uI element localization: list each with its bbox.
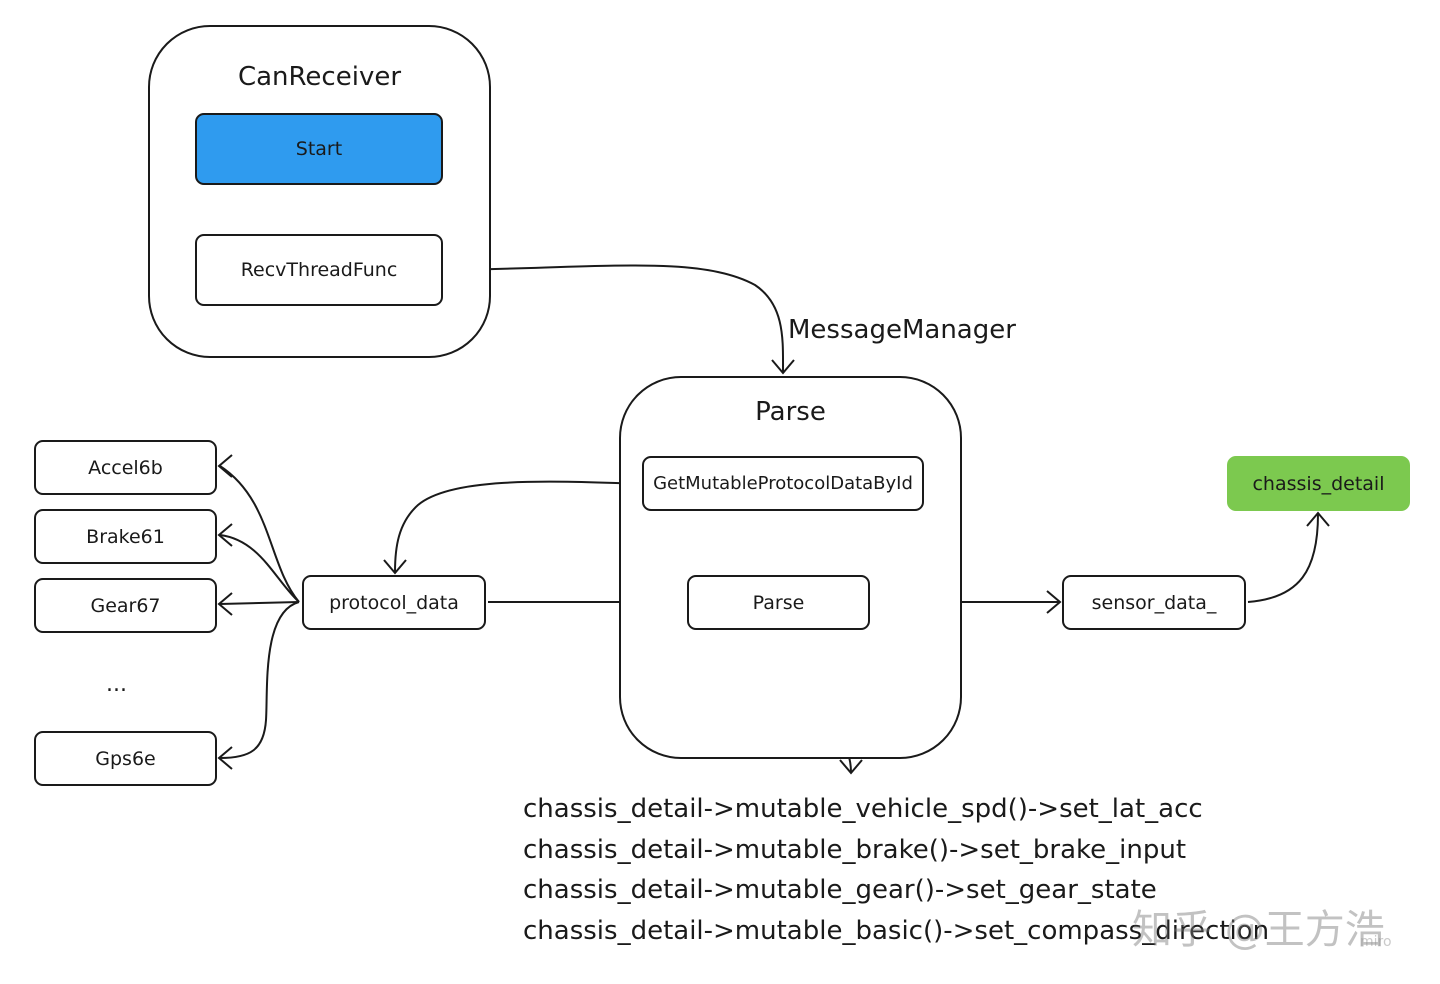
- message-manager-label: MessageManager: [788, 315, 1016, 345]
- gear67-node[interactable]: Gear67: [34, 578, 217, 633]
- edge-protocol-to-gps6e: [219, 601, 300, 759]
- code-line-1: chassis_detail->mutable_vehicle_spd()->s…: [523, 794, 1203, 824]
- edge-protocol-to-accel6b: [219, 465, 300, 603]
- chassis-detail-node[interactable]: chassis_detail: [1227, 456, 1410, 511]
- start-node[interactable]: Start: [195, 113, 443, 185]
- sensor-data-node[interactable]: sensor_data_: [1062, 575, 1246, 630]
- edge-protocol-to-brake61-arrowhead: [217, 523, 233, 547]
- edge-protocol-to-gps6e-arrowhead: [217, 746, 233, 770]
- edge-getmutable-to-protocol: [394, 480, 641, 573]
- get-mutable-protocol-node[interactable]: GetMutableProtocolDataById: [642, 456, 924, 511]
- brake61-node[interactable]: Brake61: [34, 509, 217, 564]
- canreceiver-title: CanReceiver: [237, 62, 402, 92]
- edge-getmutable-to-protocol-arrowhead: [383, 559, 407, 575]
- gps6e-node[interactable]: Gps6e: [34, 731, 217, 786]
- protocol-data-node[interactable]: protocol_data: [302, 575, 486, 630]
- edge-protocol-to-brake61: [219, 534, 300, 603]
- edge-protocol-to-gear67: [219, 601, 300, 605]
- accel6b-node[interactable]: Accel6b: [34, 440, 217, 495]
- watermark: 知乎 @王方浩: [1132, 907, 1385, 953]
- code-line-3: chassis_detail->mutable_gear()->set_gear…: [523, 875, 1157, 905]
- edge-sensor-to-chassis: [1247, 513, 1319, 603]
- parse-container: Parse: [619, 376, 962, 759]
- recv-thread-func-node[interactable]: RecvThreadFunc: [195, 234, 443, 306]
- watermark-sub: miro: [1360, 934, 1392, 950]
- canreceiver-container: CanReceiver: [148, 25, 491, 358]
- ellipsis-label: ...: [106, 672, 127, 697]
- code-line-4: chassis_detail->mutable_basic()->set_com…: [523, 916, 1270, 946]
- edge-recv-to-parse-arrowhead: [771, 359, 795, 375]
- edge-parse-to-code-arrowhead: [839, 759, 863, 775]
- parse-container-title: Parse: [755, 397, 826, 427]
- edge-parse-to-sensor-arrowhead: [1046, 590, 1062, 614]
- edge-protocol-to-gear67-arrowhead: [217, 592, 233, 616]
- edge-recv-to-parse: [445, 264, 785, 373]
- code-line-2: chassis_detail->mutable_brake()->set_bra…: [523, 835, 1187, 865]
- edge-sensor-to-chassis-arrowhead: [1306, 511, 1330, 527]
- parse-inner-node[interactable]: Parse: [687, 575, 870, 630]
- edge-protocol-to-accel6b-arrowhead: [217, 454, 233, 478]
